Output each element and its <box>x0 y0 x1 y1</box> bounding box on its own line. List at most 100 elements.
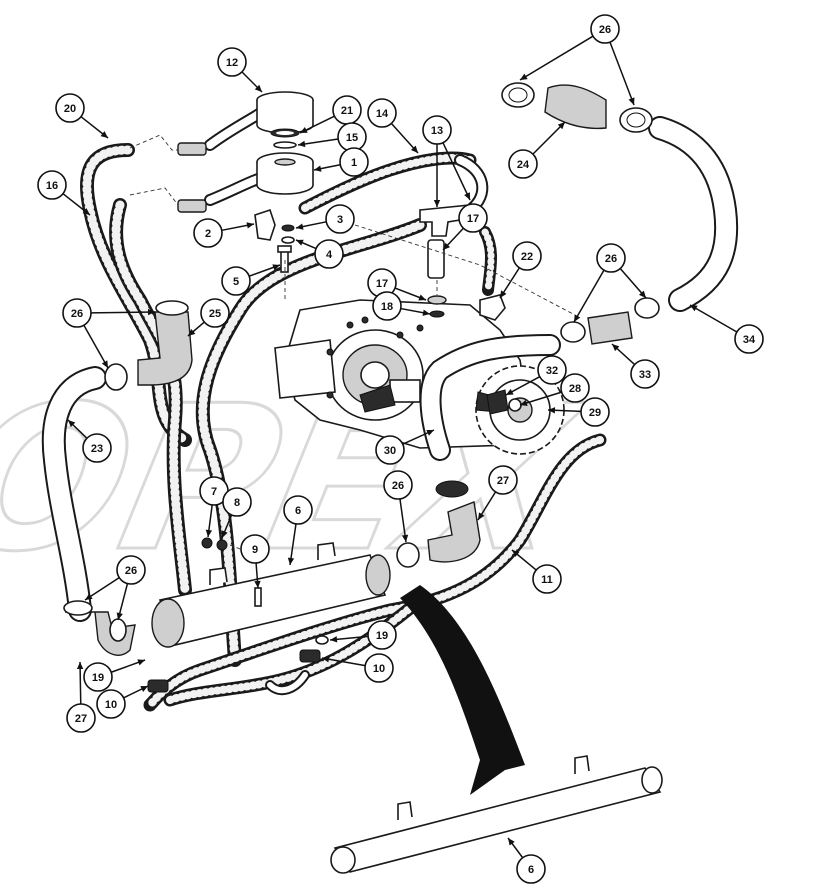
callout-c26a: 26 <box>62 298 92 328</box>
leader-arrowhead-c26a-1 <box>101 360 108 368</box>
leader-line-c24-0 <box>532 121 566 155</box>
callout-c3: 3 <box>325 204 355 234</box>
callout-c26c: 26 <box>596 243 626 273</box>
callout-c18: 18 <box>372 291 402 321</box>
callout-circle <box>222 487 252 517</box>
callout-number: 3 <box>337 214 343 226</box>
callout-c8: 8 <box>222 487 252 517</box>
leader-arrowhead-c26e-0 <box>85 593 93 600</box>
elbow-22 <box>479 294 506 321</box>
leader-line-c34-0 <box>689 304 738 333</box>
elbow-2 <box>254 208 276 241</box>
clamp-26-left-top <box>155 300 189 316</box>
callout-c11: 11 <box>532 564 562 594</box>
leader-arrowhead-c8-0 <box>221 530 228 538</box>
leader-arrowhead-c24-0 <box>557 122 565 130</box>
callout-number: 20 <box>64 103 76 115</box>
callout-c10b: 10 <box>364 653 394 683</box>
callout-circle <box>532 564 562 594</box>
callout-number: 17 <box>376 278 388 290</box>
callout-c7: 7 <box>199 476 229 506</box>
callout-c14: 14 <box>367 98 397 128</box>
callout-number: 9 <box>252 544 258 556</box>
leader-line-c26a-0 <box>90 311 156 314</box>
callout-number: 30 <box>384 445 396 457</box>
callout-c28: 28 <box>560 373 590 403</box>
leader-arrowhead-c10a-0 <box>140 686 148 692</box>
leader-arrowhead-c28-0 <box>520 399 528 406</box>
tube-30 <box>419 334 561 461</box>
callout-number: 24 <box>517 159 530 171</box>
clamp-26-top-left <box>501 82 535 108</box>
callout-circle <box>367 98 397 128</box>
callout-circle <box>630 359 660 389</box>
leader-arrowhead-c11-0 <box>512 550 520 557</box>
callout-c5: 5 <box>221 266 251 296</box>
leader-arrowhead-c21-0 <box>300 127 308 133</box>
callout-number: 6 <box>295 505 301 517</box>
leader-arrowhead-c26b-1 <box>628 97 635 105</box>
callout-number: 15 <box>346 132 358 144</box>
callout-c21: 21 <box>332 95 362 125</box>
washer-17-lower <box>427 295 447 305</box>
leader-arrowhead-c25-0 <box>188 329 196 336</box>
callout-number: 26 <box>605 253 617 265</box>
hose-14 <box>298 151 477 215</box>
callout-c9: 9 <box>240 534 270 564</box>
callout-circle <box>512 241 542 271</box>
callout-c22: 22 <box>512 241 542 271</box>
callout-c15: 15 <box>337 122 367 152</box>
hose-33 <box>587 311 633 345</box>
callout-number: 2 <box>205 228 211 240</box>
leader-arrowhead-c13-1 <box>464 192 470 200</box>
hose-24 <box>544 84 607 130</box>
callout-number: 29 <box>589 407 601 419</box>
leader-arrowhead-c26d-0 <box>401 534 409 542</box>
leader-arrowhead-c17b-0 <box>418 294 426 301</box>
callout-number: 22 <box>521 251 533 263</box>
callout-c24: 24 <box>508 149 538 179</box>
callout-number: 26 <box>392 480 404 492</box>
callout-c2: 2 <box>193 218 223 248</box>
callout-c25: 25 <box>200 298 230 328</box>
callout-circle <box>364 653 394 683</box>
callout-number: 27 <box>75 713 87 725</box>
callout-c34: 34 <box>734 324 764 354</box>
callout-c10a: 10 <box>96 689 126 719</box>
callout-circle <box>560 373 590 403</box>
seal-21 <box>270 128 300 138</box>
leader-arrowhead-c29-0 <box>548 407 556 414</box>
clamp-26-lower-left <box>63 600 127 642</box>
callout-number: 8 <box>234 497 240 509</box>
callout-circle <box>217 47 247 77</box>
leader-arrowhead-c1-0 <box>314 165 322 172</box>
callout-circle <box>325 204 355 234</box>
hose-11 <box>143 433 607 712</box>
filter-head-12 <box>256 91 314 134</box>
callout-number: 14 <box>376 108 389 120</box>
callout-number: 12 <box>226 57 238 69</box>
leader-arrowhead-c9-0 <box>254 580 261 588</box>
clamp-26-mid-right-a <box>560 321 586 343</box>
detail-arrow <box>400 585 525 795</box>
callout-circle <box>200 298 230 328</box>
cooler-tube-detail <box>330 755 663 874</box>
callout-c6b: 6 <box>516 854 546 884</box>
callout-number: 17 <box>467 213 479 225</box>
leader-arrowhead-c17a-0 <box>443 242 451 250</box>
callout-c19b: 19 <box>367 620 397 650</box>
leader-arrowhead-c26c-0 <box>574 314 581 322</box>
oil-cooler-6 <box>151 542 391 648</box>
clamp-26-mid-right-b <box>634 297 660 319</box>
leader-arrowhead-c2-0 <box>246 222 254 229</box>
leader-line-c26c-0 <box>573 269 605 323</box>
washer-4 <box>281 236 295 244</box>
filter-adapter-1 <box>256 152 314 195</box>
callout-number: 19 <box>376 630 388 642</box>
leader-arrowhead-c27b-0 <box>76 662 84 670</box>
callout-circle <box>372 291 402 321</box>
leader-arrowhead-c33-0 <box>612 344 620 352</box>
callout-circle <box>66 703 96 733</box>
